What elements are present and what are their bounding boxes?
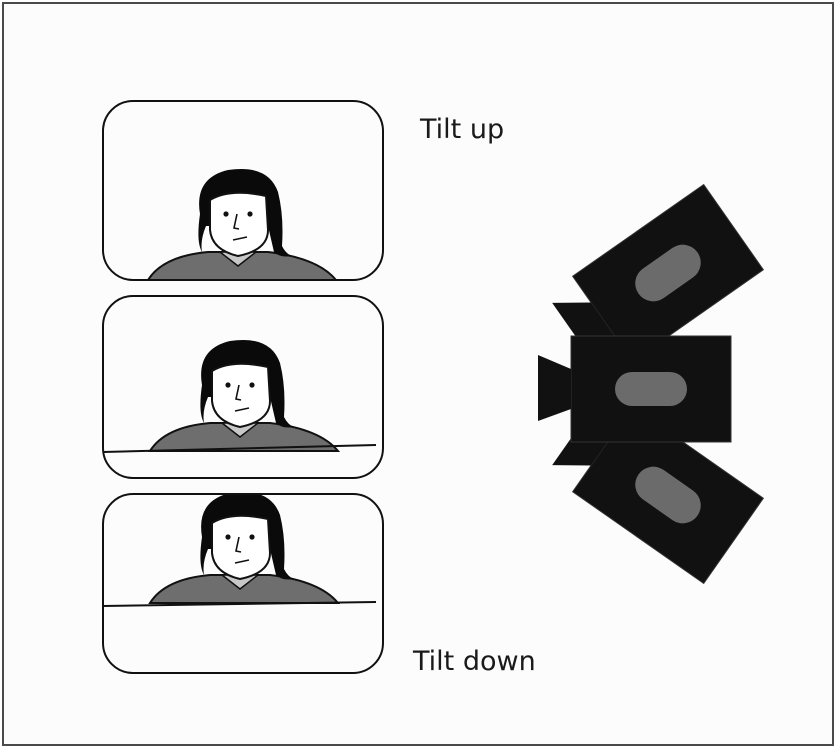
frame-tilt-down — [103, 492, 383, 673]
tilt-up-label: Tilt up — [420, 114, 504, 145]
tilt-down-label: Tilt down — [413, 646, 536, 677]
camera-level-icon — [538, 336, 731, 442]
frame-tilt-up — [103, 101, 383, 280]
frame-level — [103, 296, 383, 478]
